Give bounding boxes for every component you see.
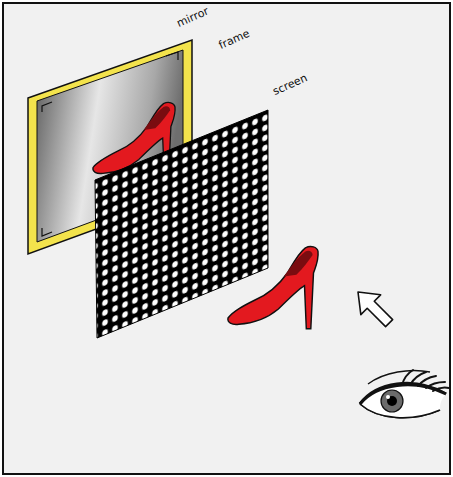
picture-border <box>3 3 450 474</box>
perforated-screen <box>95 110 268 338</box>
view-arrow <box>348 282 399 333</box>
part-label: mirror <box>175 5 211 30</box>
part-label: screen <box>271 72 309 98</box>
real-shoe <box>228 247 318 329</box>
part-label: frame <box>217 28 252 52</box>
eye <box>360 370 449 418</box>
